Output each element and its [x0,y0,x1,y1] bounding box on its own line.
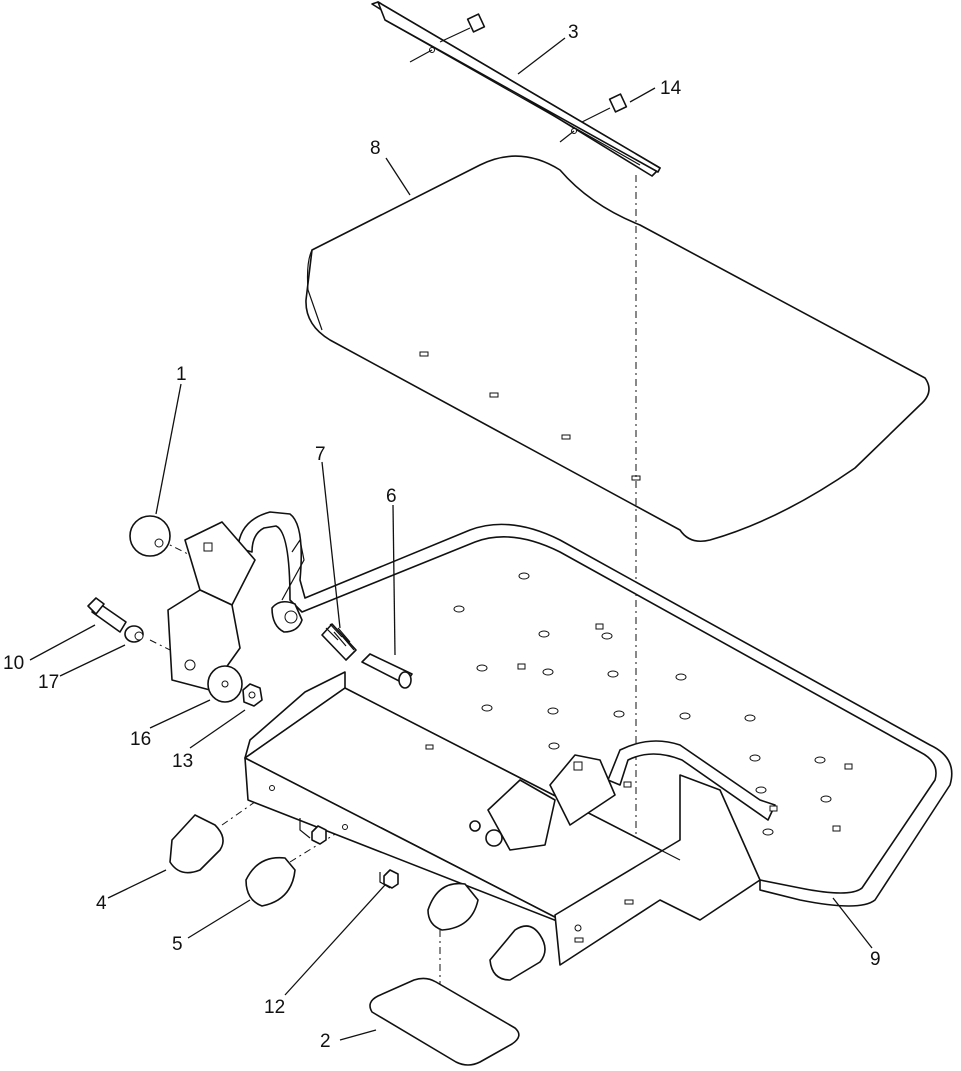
callout-6: 6 [386,486,397,507]
leader-lines [29,37,873,1041]
dome-bumper-part [245,856,479,931]
decal-plate-part [369,977,520,1066]
callout-12: 12 [264,997,285,1018]
ball-knob-part [129,515,171,557]
bushing-part [124,625,144,643]
callout-1: 1 [176,364,187,385]
bumper-part [169,814,546,981]
platform-holes [453,572,853,836]
bracket-bolt-part [439,13,628,123]
left-hinge-bracket [167,521,305,691]
right-hinge-bracket [469,754,616,851]
callout-5: 5 [172,934,183,955]
washer-part [207,665,243,703]
callout-3: 3 [568,22,579,43]
nut-part [242,683,263,707]
callout-16: 16 [130,729,151,750]
callout-9: 9 [870,949,881,970]
callout-10: 10 [3,653,24,674]
spring-part [321,623,357,661]
callout-7: 7 [315,444,326,465]
foot-pad-part [305,155,930,543]
mounting-bracket-part [371,1,661,177]
pin-part [361,653,413,689]
callout-17: 17 [38,672,59,693]
callout-8: 8 [370,138,381,159]
callout-13: 13 [172,751,193,772]
lower-nut-part [311,825,399,889]
bolt-part [87,597,127,633]
platform-base-part [244,671,761,966]
callout-4: 4 [96,893,107,914]
callout-14: 14 [660,78,682,99]
callout-2: 2 [320,1031,331,1052]
